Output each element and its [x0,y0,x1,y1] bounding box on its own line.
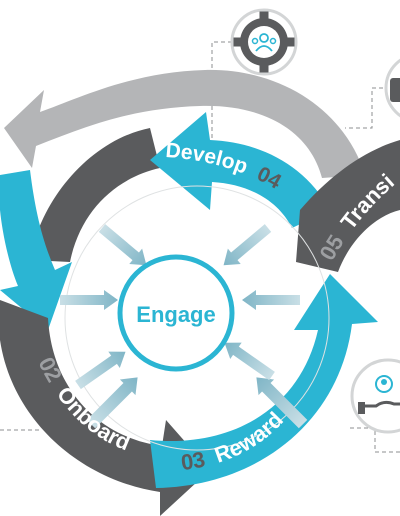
radial-arrow-e [242,290,300,310]
connector-reward [350,427,400,453]
radial-arrow-nw [256,377,308,429]
left-blue-arrow [0,170,72,330]
connector-transition [345,87,390,129]
radial-arrow-sw [75,351,126,390]
dark-left-arc [30,128,160,262]
inner-ring [64,185,330,451]
center-label: Engage [136,302,215,327]
radial-arrow-ne [86,377,138,429]
transition-arrow [296,140,400,272]
reward-arrow [150,274,378,488]
radial-arrow-se [224,342,275,381]
reward-number: 03 [179,446,207,475]
develop-arrow [150,112,330,228]
light-gray-arc-arrow [4,69,365,178]
connector-develop [211,41,232,140]
dashed-connectors [0,41,400,453]
person-tile-icon [384,58,400,118]
radial-arrow-n-left [98,224,147,266]
center-circle [117,254,235,372]
radial-arrow-n-right [223,224,272,266]
radial-arrows [60,224,308,429]
team-gear-icon [230,8,298,76]
hand-person-icon [350,358,400,434]
radial-arrow-w [60,290,118,310]
